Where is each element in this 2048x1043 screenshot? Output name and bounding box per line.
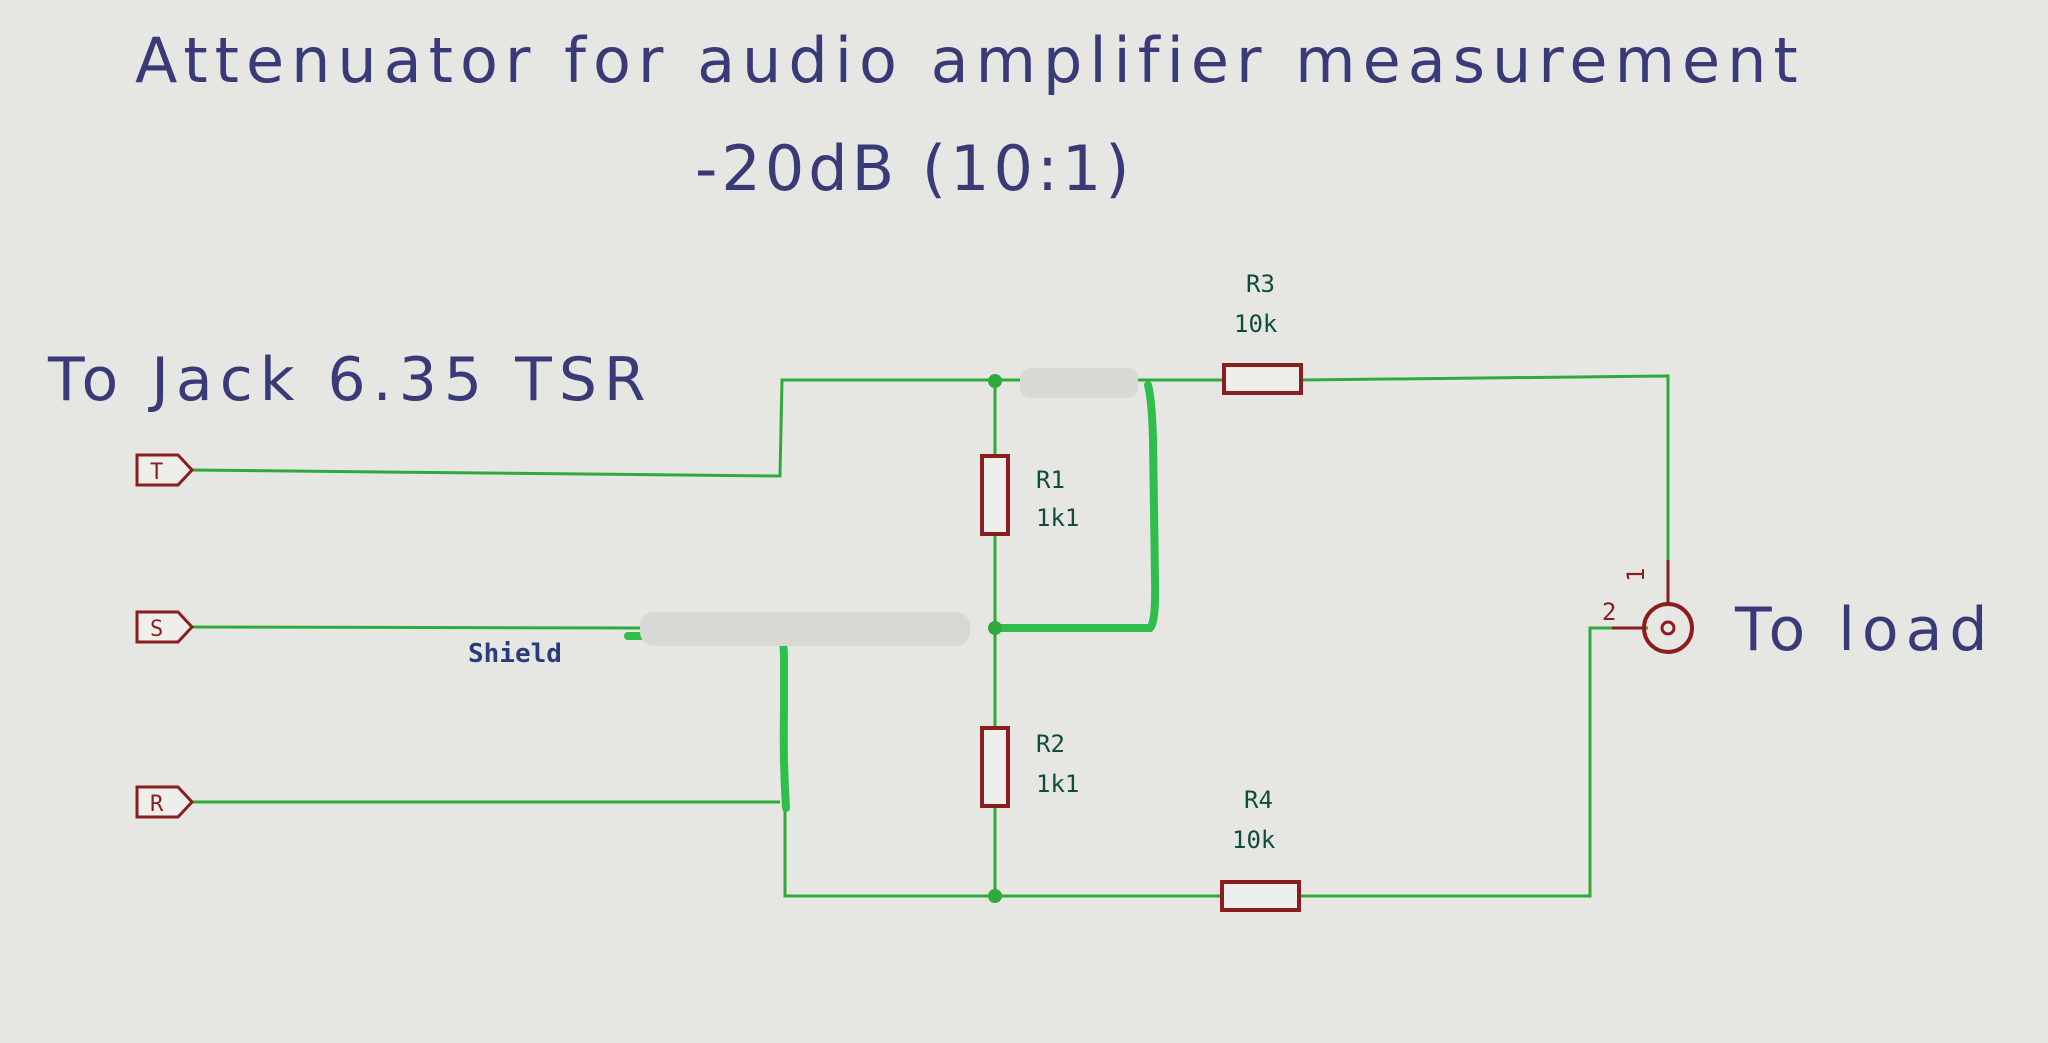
wire-s (189, 625, 641, 630)
mod-bridge-link (994, 381, 1160, 632)
resistor-r3-value: 10k (1234, 310, 1278, 338)
junction-top (988, 374, 1002, 388)
coax-pin2-label: 2 (1602, 598, 1616, 626)
resistor-r2: R2 1k1 (980, 726, 1079, 808)
coax-connector-icon (1642, 602, 1694, 654)
resistor-r4-ref: R4 (1244, 786, 1273, 814)
coax-pin1-label: 1 (1622, 568, 1650, 582)
mod-shield-link (624, 632, 790, 812)
port-r-label: R (150, 792, 164, 817)
port-s-label: S (150, 617, 163, 642)
wire-r4-out (1300, 626, 1648, 898)
resistor-r3: R3 10k (1222, 270, 1303, 395)
schematic-title: Attenuator for audio amplifier measureme… (135, 24, 1805, 97)
resistor-r1-value: 1k1 (1036, 504, 1079, 532)
port-s: S (135, 610, 195, 644)
resistor-r3-ref: R3 (1246, 270, 1275, 298)
net-label-shield: Shield (468, 639, 562, 669)
schematic-subtitle: -20dB (10:1) (695, 132, 1133, 205)
resistor-r1-ref: R1 (1036, 466, 1065, 494)
port-t: T (135, 453, 195, 487)
junction-bottom (988, 889, 1002, 903)
erased-segment-top (1020, 368, 1138, 398)
erased-segment-middle (640, 612, 970, 646)
junction-middle (988, 621, 1002, 635)
output-label: To load (1734, 595, 1994, 665)
resistor-r1: R1 1k1 (980, 454, 1079, 536)
input-label: To Jack 6.35 TSR (47, 345, 653, 415)
resistor-r2-ref: R2 (1036, 730, 1065, 758)
resistor-r4: R4 10k (1220, 786, 1301, 912)
wire-modifications (624, 381, 1160, 812)
port-t-label: T (150, 460, 163, 485)
port-r: R (135, 785, 195, 819)
coax-connector: 1 2 (1602, 560, 1694, 654)
resistor-r4-value: 10k (1232, 826, 1276, 854)
resistor-r2-value: 1k1 (1036, 770, 1079, 798)
wire-r3-out (1299, 374, 1670, 600)
